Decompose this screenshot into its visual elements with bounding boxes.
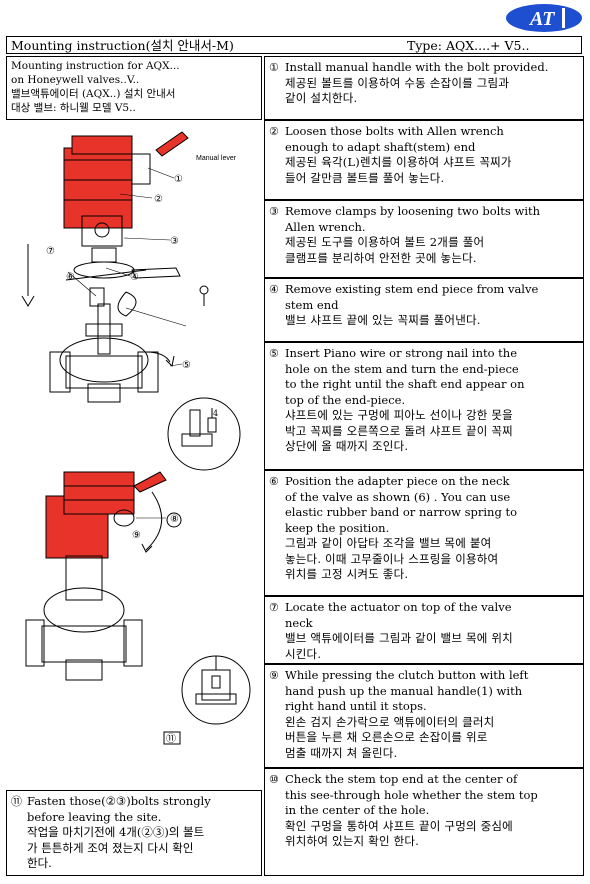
step-5: ⑤ Insert Piano wire or strong nail into … — [264, 342, 584, 470]
step-text: Insert Piano wire or strong nail into th… — [285, 346, 518, 360]
intro-line: 밸브액튜에이터 (AQX..) 설치 안내서 — [11, 88, 176, 100]
step-text: 한다. — [27, 856, 52, 870]
step-number: ① — [269, 61, 279, 74]
step-text: top of the end-piece. — [285, 392, 406, 407]
step-text: 샤프트에 있는 구멍에 피아노 선이나 강한 못을 — [285, 408, 513, 422]
step-number: ⑩ — [269, 773, 279, 786]
svg-text:4: 4 — [213, 409, 218, 418]
callout-2: ② — [154, 194, 163, 205]
step-text: hole on the stem and turn the end-piece — [285, 361, 519, 376]
manual-lever-label: Manual lever — [196, 155, 237, 162]
step-text: this see-through hole whether the stem t… — [285, 787, 538, 802]
step-2: ② Loosen those bolts with Allen wrench e… — [264, 120, 584, 200]
step-text: Allen wrench. — [285, 219, 366, 234]
step-number: ③ — [269, 205, 279, 218]
step-text: 밸브 샤프트 끝에 있는 꼭찌를 풀어낸다. — [285, 313, 481, 327]
step-text: While pressing the clutch button with le… — [285, 668, 529, 682]
step-text: Check the stem top end at the center of — [285, 772, 518, 786]
step-text: 밸브 액튜에이터를 그림과 같이 밸브 목에 위치 — [285, 631, 513, 645]
step-4: ④ Remove existing stem end piece from va… — [264, 278, 584, 342]
step-text: Position the adapter piece on the neck — [285, 474, 510, 488]
step-text: in the center of the hole. — [285, 803, 430, 817]
step-text: keep the position. — [285, 520, 390, 535]
step-text: 작업을 마치기전에 4개(②③)의 볼트 — [27, 825, 205, 839]
step-text: 제공된 육각(L)렌치를 이용하여 샤프트 꼭찌가 — [285, 155, 512, 169]
step-text: enough to adapt shaft(stem) end — [285, 139, 476, 154]
step-number: ⑪ — [11, 795, 22, 808]
step-9: ⑨ While pressing the clutch button with … — [264, 664, 584, 768]
step-text: Locate the actuator on top of the valve — [285, 600, 512, 614]
step-text: 클램프를 분리하여 안전한 곳에 놓는다. — [285, 250, 477, 265]
intro-line: Mounting instruction for AQX... — [11, 60, 180, 72]
step-text: Fasten those(②③)bolts strongly — [27, 794, 211, 808]
step-text: 왼손 검지 손가락으로 액튜에이터의 클러치 — [285, 714, 495, 729]
step-text: 박고 꼭찌를 오른쪽으로 돌려 샤프트 끝이 꼭찌 — [285, 423, 513, 438]
step-text: 버튼을 누른 채 오른손으로 손잡이를 위로 — [285, 730, 488, 744]
callout-1: ① — [174, 174, 183, 185]
step-number: ② — [269, 125, 279, 138]
callout-6: ⑥ — [66, 272, 75, 283]
step-7: ⑦ Locate the actuator on top of the valv… — [264, 596, 584, 664]
step-text: 그림과 같이 아답타 조각을 밸브 목에 붙여 — [285, 536, 492, 550]
callout-5: ⑤ — [182, 360, 191, 371]
svg-text:AT: AT — [528, 8, 555, 30]
step-text: 위치를 고정 시켜도 좋다. — [285, 567, 409, 581]
callout-7: ⑦ — [46, 246, 55, 257]
step-text: 제공된 볼트를 이용하여 수동 손잡이를 그림과 — [285, 75, 510, 90]
model-type: Type: AQX....+ V5.. — [407, 38, 530, 53]
step-text: Remove existing stem end piece from valv… — [285, 282, 539, 296]
step-6: ⑥ Position the adapter piece on the neck… — [264, 470, 584, 596]
step-text: 제공된 도구를 이용하여 볼트 2개를 풀어 — [285, 235, 485, 249]
step-text: Remove clamps by loosening two bolts wit… — [285, 204, 541, 218]
step-text: 위치하여 있는지 확인 한다. — [285, 834, 420, 848]
callout-8: ⑧ — [170, 514, 179, 525]
step-text: to the right until the shaft end appear … — [285, 377, 525, 391]
callout-9: ⑨ — [132, 530, 141, 541]
step-text: Install manual handle with the bolt prov… — [285, 60, 549, 74]
step-number: ⑨ — [269, 669, 279, 682]
step-text: elastic rubber band or narrow spring to — [285, 505, 518, 519]
title-bar: Mounting instruction(설치 안내서-M) Type: AQX… — [6, 36, 582, 54]
step-10: ⑩ Check the stem top end at the center o… — [264, 768, 584, 876]
step-text: 놓는다. 이때 고무줄이나 스프링을 이용하여 — [285, 551, 499, 566]
step-text: 상단에 올 때까지 조인다. — [285, 439, 409, 453]
step-text: 시킨다. — [285, 646, 322, 661]
callout-4: ④ — [130, 272, 139, 283]
step-text: 확인 구멍을 통하여 샤프트 끝이 구멍의 중심에 — [285, 818, 513, 833]
step-text: right hand until it stops. — [285, 699, 427, 713]
callout-3: ③ — [170, 236, 179, 247]
step-11: ⑪ Fasten those(②③)bolts strongly before … — [6, 790, 262, 876]
step-number: ⑥ — [269, 475, 279, 488]
step-text: neck — [285, 615, 313, 630]
step-text: 멈출 때까지 쳐 올린다. — [285, 745, 398, 760]
step-text: of the valve as shown (6) . You can use — [285, 489, 511, 504]
step-text: 들어 갈만큼 볼트를 풀어 놓는다. — [285, 170, 445, 185]
step-text: before leaving the site. — [27, 809, 162, 824]
step-text: stem end — [285, 297, 339, 312]
page-title: Mounting instruction(설치 안내서-M) — [11, 38, 234, 53]
step-number: ④ — [269, 283, 279, 296]
callout-11: ⑪ — [166, 733, 176, 745]
step-number: ⑤ — [269, 347, 279, 360]
step-text: hand push up the manual handle(1) with — [285, 683, 523, 698]
step-text: 같이 설치한다. — [285, 91, 358, 105]
step-1: ① Install manual handle with the bolt pr… — [264, 56, 584, 120]
step-number: ⑦ — [269, 601, 279, 614]
intro-box: Mounting instruction for AQX... on Honey… — [6, 56, 262, 120]
intro-line: 대상 밸브: 하니웰 모델 V5.. — [11, 102, 136, 114]
step-3: ③ Remove clamps by loosening two bolts w… — [264, 200, 584, 278]
step-text: Loosen those bolts with Allen wrench — [285, 124, 504, 138]
installation-diagram: Manual lever 4 — [21, 131, 251, 745]
step-text: 가 튼튼하게 조여 졌는지 다시 확인 — [27, 840, 194, 855]
company-logo: AT — [506, 4, 582, 32]
intro-line: on Honeywell valves..V.. — [11, 74, 140, 86]
